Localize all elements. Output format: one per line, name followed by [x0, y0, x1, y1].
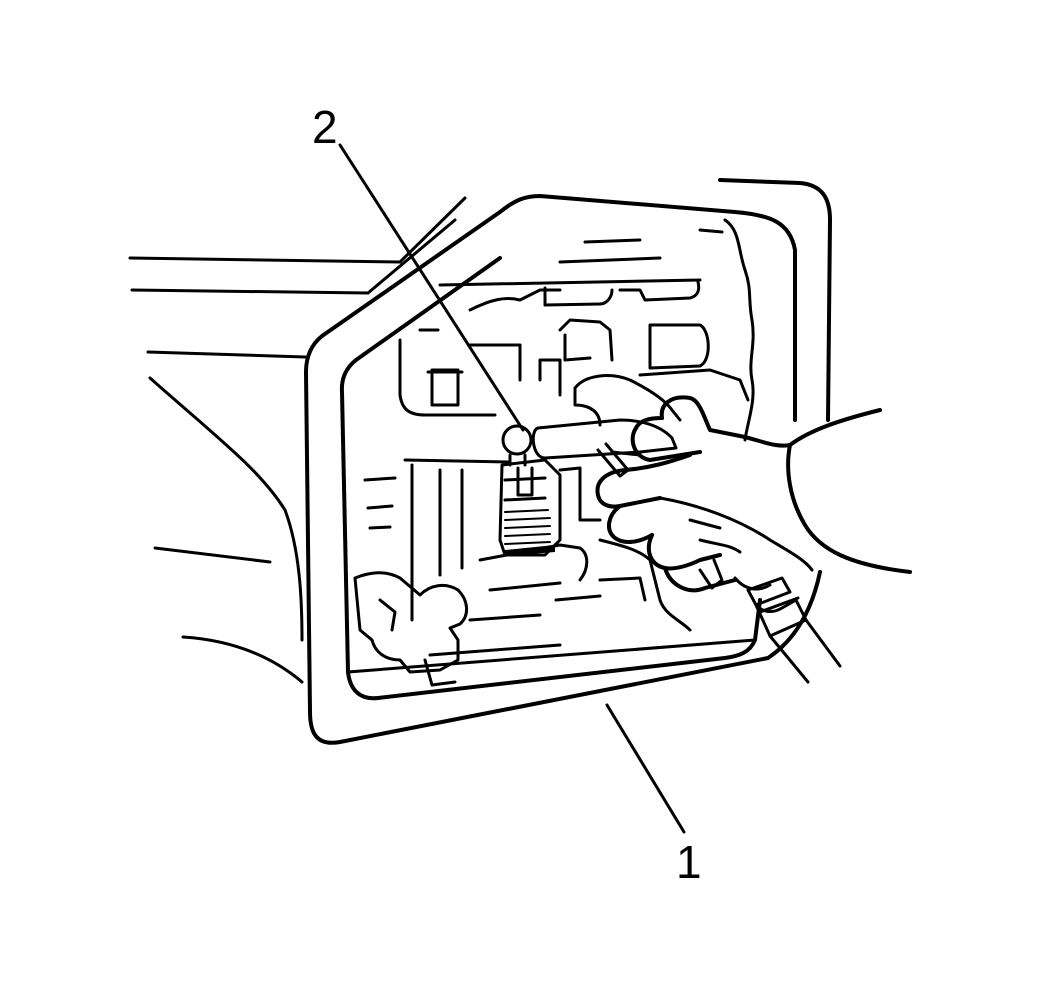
callout-label-1: 1 — [676, 836, 702, 888]
air-hose — [733, 576, 842, 684]
transmission-pan-flange — [304, 178, 832, 745]
leader-line-1 — [605, 703, 686, 834]
callout-label-2: 2 — [312, 101, 338, 153]
background-structure — [128, 196, 467, 684]
lower-bracket — [353, 571, 468, 687]
solenoid-component — [498, 424, 562, 557]
leader-line-2 — [338, 143, 525, 432]
leader-lines — [338, 143, 686, 834]
technician-hand — [595, 395, 912, 593]
valve-body — [363, 218, 755, 657]
air-nozzle-tool — [531, 374, 682, 478]
